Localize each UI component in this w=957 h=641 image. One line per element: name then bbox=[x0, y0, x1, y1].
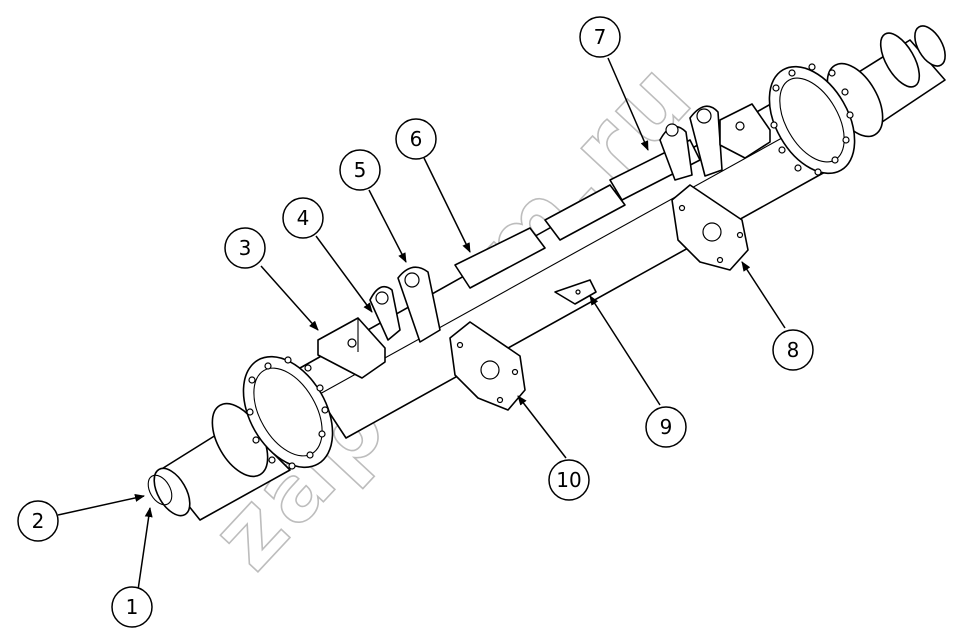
callout-label-2: 2 bbox=[32, 509, 45, 533]
callout-6: 6 bbox=[395, 118, 437, 160]
leader-2 bbox=[57, 494, 145, 516]
leader-5 bbox=[368, 189, 407, 263]
callout-label-7: 7 bbox=[594, 25, 607, 49]
left-bracket-block bbox=[317, 317, 386, 379]
leader-1 bbox=[137, 507, 153, 591]
callout-5: 5 bbox=[339, 149, 381, 191]
callout-label-5: 5 bbox=[354, 158, 367, 182]
right-hub bbox=[768, 25, 946, 176]
right-bracket-block bbox=[719, 103, 771, 159]
callout-label-8: 8 bbox=[787, 338, 800, 362]
callout-7: 7 bbox=[579, 16, 621, 58]
callout-10: 10 bbox=[548, 459, 590, 501]
leader-9 bbox=[589, 295, 661, 406]
callout-label-10: 10 bbox=[556, 468, 581, 492]
left-spring-hangers bbox=[369, 266, 441, 343]
leader-3 bbox=[260, 265, 319, 331]
right-flange-bolt-holes bbox=[770, 63, 854, 176]
left-flange-bolt-holes bbox=[246, 356, 329, 470]
leader-10 bbox=[517, 395, 567, 459]
callout-1: 1 bbox=[111, 586, 153, 628]
callout-8: 8 bbox=[772, 329, 814, 371]
callout-4: 4 bbox=[282, 197, 324, 239]
right-spring-hangers bbox=[659, 105, 723, 181]
callout-9: 9 bbox=[645, 406, 687, 448]
gusset bbox=[554, 279, 597, 305]
callout-label-1: 1 bbox=[126, 595, 139, 619]
callout-3: 3 bbox=[224, 227, 266, 269]
leader-8 bbox=[741, 261, 786, 329]
callout-label-9: 9 bbox=[660, 415, 673, 439]
callout-2: 2 bbox=[17, 500, 59, 542]
left-hub bbox=[147, 355, 334, 521]
leader-4 bbox=[315, 235, 373, 313]
leader-lines bbox=[57, 57, 786, 591]
callout-label-6: 6 bbox=[410, 127, 423, 151]
callout-label-3: 3 bbox=[239, 236, 252, 260]
left-brake-plate bbox=[449, 321, 526, 411]
right-brake-plate bbox=[671, 184, 749, 271]
leader-6 bbox=[423, 157, 471, 253]
leader-7 bbox=[607, 57, 649, 151]
callout-label-4: 4 bbox=[297, 206, 310, 230]
